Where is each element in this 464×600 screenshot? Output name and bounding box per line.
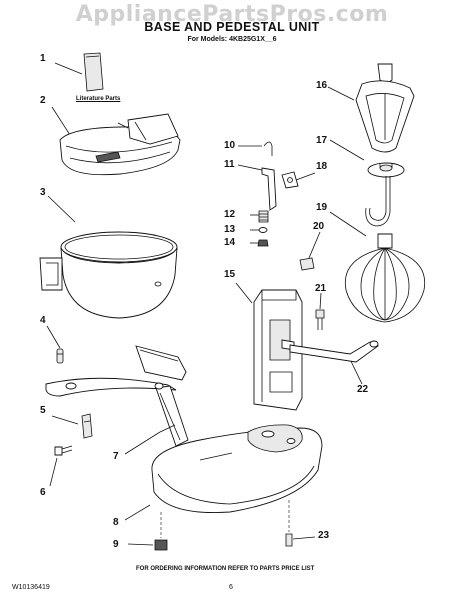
callout-23: 23 [318, 530, 330, 541]
flat-beater [355, 63, 415, 153]
callout-14: 14 [224, 237, 236, 248]
spring [258, 210, 269, 223]
callout-20: 20 [313, 221, 325, 232]
callout-4: 4 [40, 315, 46, 326]
literature-parts-label: Literature Parts [76, 96, 121, 102]
spring-clip [81, 413, 93, 439]
callout-17: 17 [316, 135, 328, 146]
document-number: W10136419 [12, 584, 50, 591]
page-number: 6 [229, 584, 233, 591]
screw-21 [315, 309, 325, 330]
callout-22: 22 [357, 384, 369, 395]
callout-8: 8 [113, 517, 119, 528]
callout-16: 16 [316, 80, 328, 91]
pouring-shield [59, 113, 181, 176]
hinge-pin [56, 348, 64, 364]
locking-hook [263, 141, 273, 156]
callout-19: 19 [316, 202, 328, 213]
washer [258, 227, 268, 233]
lift-crank-handle [289, 340, 379, 363]
screw-6 [54, 445, 73, 456]
literature-booklet [83, 52, 104, 92]
ordering-instruction: FOR ORDERING INFORMATION REFER TO PARTS … [136, 566, 315, 572]
callout-2: 2 [40, 95, 46, 106]
callout-12: 12 [224, 209, 236, 220]
diagram-title: BASE AND PEDESTAL UNIT [144, 20, 320, 34]
callout-18: 18 [316, 161, 328, 172]
lever-rod [261, 167, 277, 211]
leader-lines [46, 62, 367, 546]
callout-9: 9 [113, 539, 119, 550]
callout-21: 21 [315, 283, 327, 294]
callout-11: 11 [224, 159, 235, 170]
bowl-support-arm [45, 345, 189, 447]
wire-whip [344, 233, 426, 323]
callout-6: 6 [40, 487, 46, 498]
pedestal-base [151, 424, 323, 513]
callout-15: 15 [224, 269, 236, 280]
callout-5: 5 [40, 405, 46, 416]
callout-1: 1 [40, 53, 46, 64]
watermark: AppliancePartsPros.com [75, 2, 389, 27]
screw-23 [285, 500, 293, 547]
callout-7: 7 [113, 451, 119, 462]
rubber-foot [154, 512, 168, 551]
callout-10: 10 [224, 140, 236, 151]
locking-nut [299, 257, 315, 271]
height-adjust-bracket [281, 171, 299, 189]
diagram-subtitle: For Models: 4KB25G1X__6 [187, 36, 277, 43]
mixing-bowl [39, 231, 178, 319]
dough-hook [365, 176, 391, 227]
pedestal-column [253, 289, 303, 411]
nut [257, 239, 269, 247]
callout-13: 13 [224, 224, 236, 235]
mounting-bracket [159, 424, 176, 433]
dough-hook-collar [367, 162, 405, 178]
callout-3: 3 [40, 187, 46, 198]
